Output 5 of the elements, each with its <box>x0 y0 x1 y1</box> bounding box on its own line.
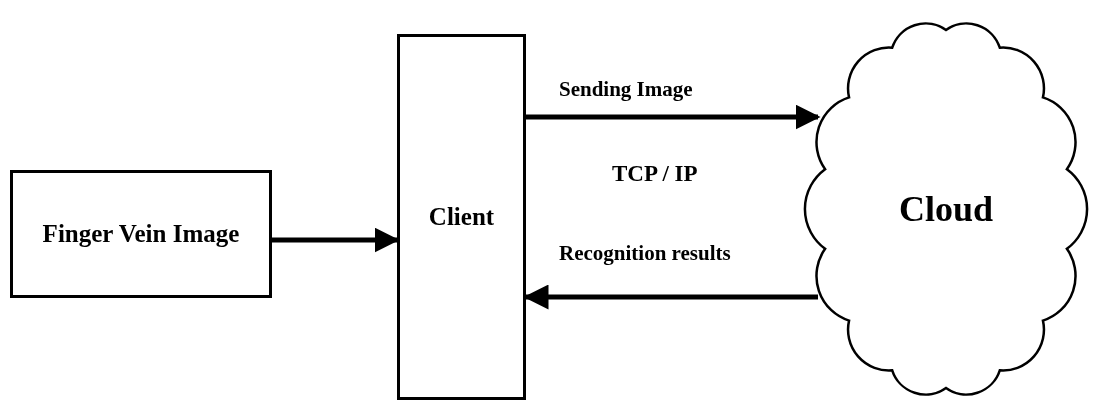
node-label: Client <box>427 202 496 233</box>
node-label: Cloud <box>897 187 994 231</box>
protocol-label: TCP / IP <box>612 160 698 188</box>
node-label: Finger Vein Image <box>41 219 241 250</box>
arrow <box>526 104 821 130</box>
